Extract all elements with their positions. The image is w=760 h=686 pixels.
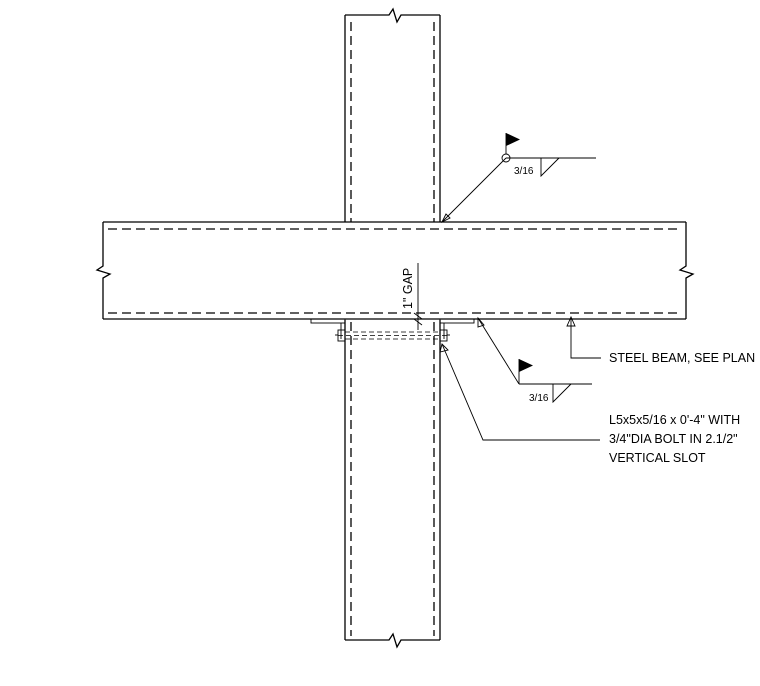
upper-column xyxy=(344,7,441,222)
beam-leader: STEEL BEAM, SEE PLAN xyxy=(566,315,755,365)
angle-clip-connection xyxy=(310,318,475,342)
break-line-icon xyxy=(678,222,695,319)
weld-symbol-bottom: 3/16 xyxy=(477,316,592,404)
steel-beam xyxy=(95,221,695,320)
break-line-icon xyxy=(345,7,440,24)
lower-column xyxy=(344,320,441,649)
angle-clip-left xyxy=(310,318,346,324)
gap-dimension: 1" GAP xyxy=(401,263,423,330)
angle-note-line-2: 3/4"DIA BOLT IN 2.1/2" xyxy=(609,432,738,446)
angle-note-line-3: VERTICAL SLOT xyxy=(609,451,706,465)
beam-note: STEEL BEAM, SEE PLAN xyxy=(609,351,755,365)
gap-label: 1" GAP xyxy=(401,268,415,309)
field-weld-flag-icon xyxy=(519,359,533,372)
weld-symbol-top: 3/16 xyxy=(440,133,596,224)
weld-size-bottom: 3/16 xyxy=(529,393,549,404)
angle-leader: L5x5x5/16 x 0'-4" WITH 3/4"DIA BOLT IN 2… xyxy=(439,343,740,465)
angle-note-line-1: L5x5x5/16 x 0'-4" WITH xyxy=(609,413,740,427)
break-line-icon xyxy=(345,632,440,649)
angle-clip-right xyxy=(439,318,475,324)
break-line-icon xyxy=(95,222,112,319)
field-weld-flag-icon xyxy=(506,133,520,146)
weld-size-top: 3/16 xyxy=(514,166,534,177)
